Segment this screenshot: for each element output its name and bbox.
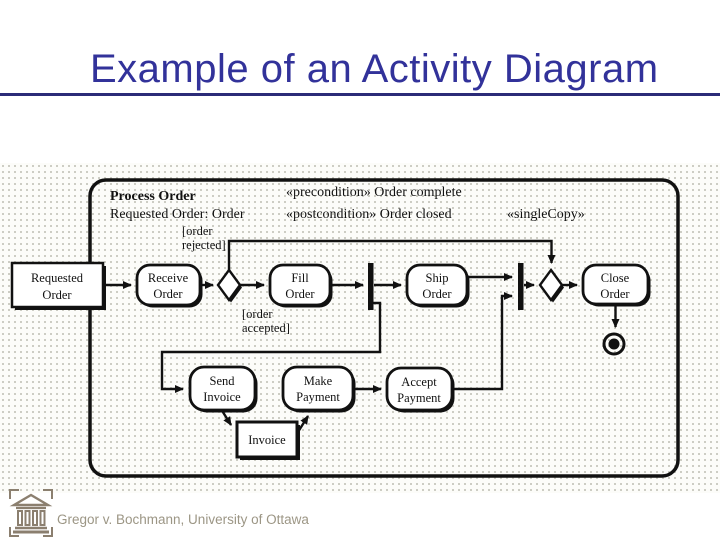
accept-payment-label-2: Payment [397, 391, 441, 405]
credit-text: Gregor v. Bochmann, University of Ottawa [57, 512, 309, 527]
send-invoice-label-2: Invoice [203, 390, 241, 404]
page-title: Example of an Activity Diagram [90, 47, 659, 91]
close-order-label-2: Order [600, 287, 630, 301]
process-parameter-label: Requested Order: Order [110, 207, 245, 222]
guard-accepted-1: [order [242, 307, 273, 321]
logo-column [24, 510, 31, 526]
postcondition-label: «postcondition» Order closed [286, 207, 452, 222]
logo-corner-bl [9, 527, 19, 537]
university-logo-icon [9, 489, 53, 537]
make-payment-activity [281, 365, 355, 412]
requested-order-label-2: Order [42, 288, 72, 302]
ship-order-label-2: Order [422, 287, 452, 301]
logo-column [39, 510, 46, 526]
activity-frame [88, 178, 680, 478]
logo-corner-br [43, 527, 53, 537]
decision-diamond [216, 267, 242, 303]
final-node-ring [602, 332, 626, 356]
make-payment-label-1: Make [304, 374, 333, 388]
precondition-label: «precondition» Order complete [286, 185, 462, 200]
logo-pediment [9, 493, 53, 507]
close-order-label-1: Close [601, 271, 630, 285]
receive-order-activity [135, 263, 202, 307]
guard-rejected-2: rejected] [182, 238, 226, 252]
invoice-object-node [235, 420, 299, 459]
logo-column [32, 510, 38, 526]
edge-fork-to-send-invoice [160, 301, 382, 393]
receive-order-label-2: Order [153, 287, 183, 301]
invoice-label: Invoice [248, 433, 286, 447]
activity-diagram-svg: Process Order Requested Order: Order «pr… [10, 178, 680, 478]
fill-order-label-1: Fill [291, 271, 309, 285]
fill-order-label-2: Order [285, 287, 315, 301]
title-rule [0, 93, 720, 96]
make-payment-label-2: Payment [296, 390, 340, 404]
send-invoice-activity [188, 365, 257, 412]
final-node-dot [608, 338, 620, 350]
footer: Gregor v. Bochmann, University of Ottawa [0, 486, 720, 540]
ship-order-activity [405, 263, 469, 307]
logo-corner-tr [43, 489, 53, 499]
edge-accept-to-join [452, 292, 513, 391]
accept-payment-activity [385, 366, 454, 412]
guard-rejected-1: [order [182, 224, 213, 238]
accept-payment-label-1: Accept [401, 375, 437, 389]
close-order-activity [581, 263, 650, 306]
ship-order-label-1: Ship [426, 271, 449, 285]
requested-order-object-node [10, 261, 105, 309]
stereotype-label: «singleCopy» [507, 207, 585, 222]
guard-accepted-2: accepted] [242, 321, 290, 335]
receive-order-label-1: Receive [148, 271, 189, 285]
fork-bar [368, 263, 374, 310]
merge-diamond [538, 267, 564, 303]
requested-order-label-1: Requested [31, 271, 84, 285]
join-bar [518, 263, 524, 310]
edge-rejected-path [227, 239, 556, 270]
fill-order-activity [268, 263, 332, 307]
process-name-label: Process Order [110, 189, 196, 204]
send-invoice-label-1: Send [210, 374, 236, 388]
logo-corner-tl [9, 489, 19, 499]
logo-column [17, 510, 23, 526]
activity-diagram-image: Process Order Requested Order: Order «pr… [0, 163, 720, 493]
